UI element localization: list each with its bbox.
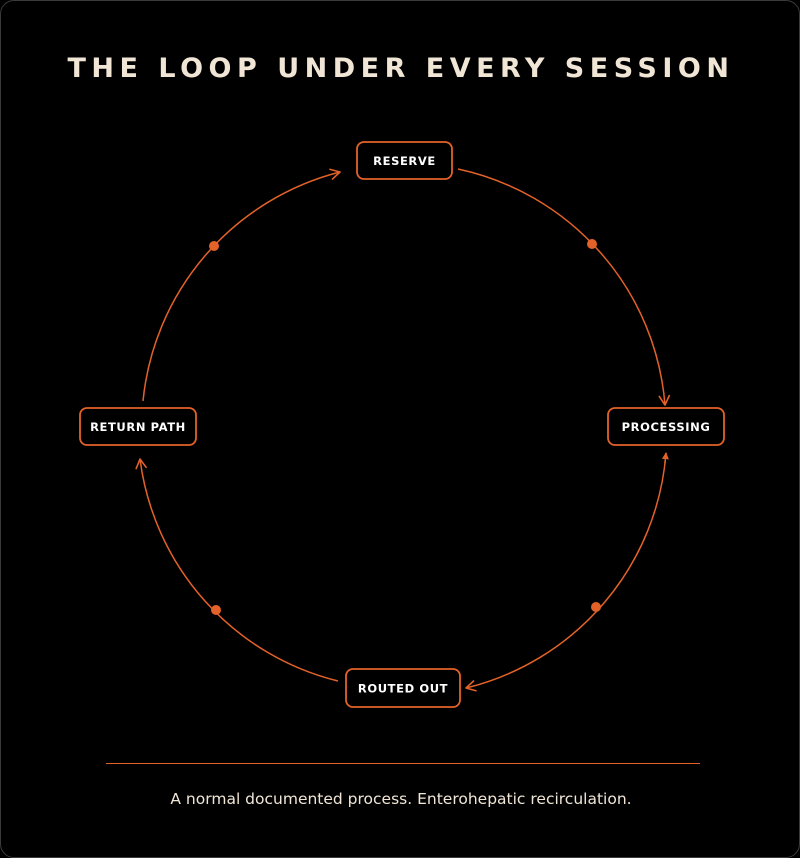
edge-return-path-to-reserve (142, 168, 341, 402)
node-return-path: RETURN PATH (79, 407, 197, 446)
node-reserve-label: RESERVE (373, 154, 436, 168)
processing-return-tick (661, 452, 669, 464)
divider-rule (106, 763, 700, 764)
node-return-path-label: RETURN PATH (90, 420, 186, 434)
edge-dot-upper-right (587, 239, 597, 249)
diagram-title: THE LOOP UNDER EVERY SESSION (67, 53, 735, 84)
node-routed-out-label: ROUTED OUT (358, 682, 448, 696)
node-routed-out: ROUTED OUT (345, 668, 461, 708)
node-reserve: RESERVE (356, 141, 453, 180)
edge-reserve-to-processing (457, 168, 671, 406)
diagram-caption: A normal documented process. Enterohepat… (170, 790, 632, 808)
node-processing: PROCESSING (607, 407, 725, 446)
node-processing-label: PROCESSING (622, 420, 711, 434)
edge-processing-to-routed-out (465, 452, 667, 692)
edge-dot-lower-right (591, 602, 601, 612)
edge-dot-upper-left (209, 241, 219, 251)
edge-routed-out-to-return-path (135, 458, 339, 682)
edge-dot-lower-left (211, 605, 221, 615)
